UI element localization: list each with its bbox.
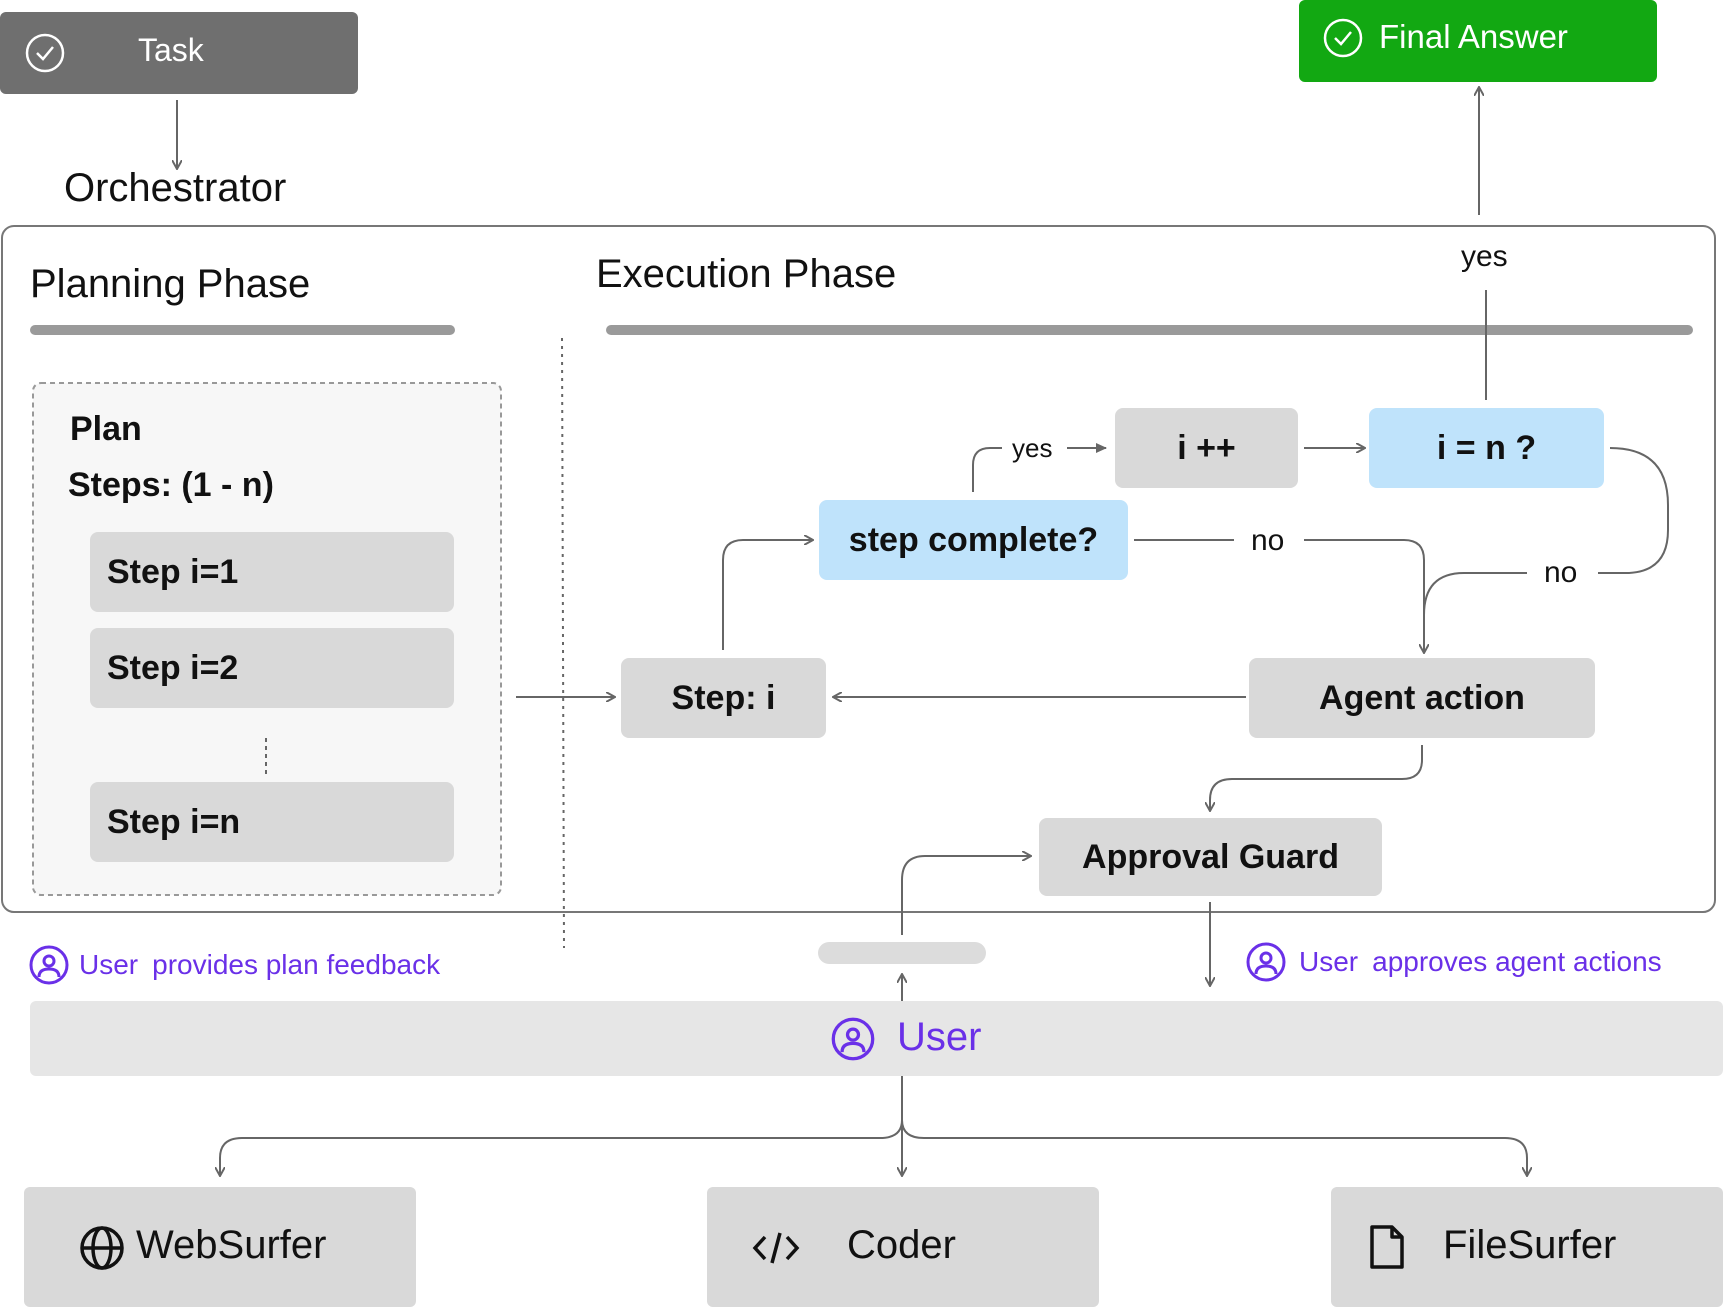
orchestrator-title: Orchestrator	[64, 166, 287, 210]
websurfer-box: WebSurfer	[24, 1187, 416, 1307]
approval-guard-box: Approval Guard	[1039, 818, 1382, 896]
phase-divider	[561, 337, 565, 949]
globe-icon	[80, 1226, 124, 1270]
planning-underline	[30, 325, 455, 335]
approves-user: User	[1299, 946, 1359, 977]
yes-final-label: yes	[1461, 240, 1508, 273]
check-circle-icon	[25, 33, 65, 73]
check-n-label: i = n ?	[1436, 428, 1537, 467]
check-n-box: i = n ?	[1369, 408, 1604, 488]
file-icon	[1370, 1225, 1404, 1269]
task-box: Task	[0, 12, 358, 94]
user-circle-icon	[1246, 942, 1286, 982]
step-complete-box: step complete?	[819, 500, 1128, 580]
execution-phase-title: Execution Phase	[596, 252, 897, 296]
task-label: Task	[138, 32, 204, 68]
filesurfer-label: FileSurfer	[1443, 1223, 1617, 1267]
orchestrator-frame	[1, 225, 1716, 913]
user-bar-label: User	[897, 1015, 982, 1059]
increment-box: i ++	[1115, 408, 1298, 488]
step-i-box: Step: i	[621, 658, 826, 738]
plan-steps-label: Steps: (1 - n)	[68, 466, 274, 504]
agent-action-box: Agent action	[1249, 658, 1595, 738]
execution-underline	[606, 325, 1693, 335]
planning-phase-title: Planning Phase	[30, 262, 311, 306]
yes-label: yes	[1012, 433, 1053, 463]
user-circle-icon	[29, 945, 69, 985]
filesurfer-box: FileSurfer	[1331, 1187, 1723, 1307]
no-loop-label: no	[1544, 556, 1578, 589]
plan-step-n: Step i=n	[90, 782, 454, 862]
websurfer-label: WebSurfer	[136, 1223, 327, 1267]
user-circle-icon	[831, 1017, 875, 1061]
user-bar: User	[30, 1001, 1723, 1076]
step-complete-label: step complete?	[848, 520, 1099, 559]
plan-feedback-user: User	[79, 949, 139, 980]
step-i-label: Step: i	[671, 678, 776, 717]
plan-step-label: Step i=n	[107, 802, 241, 841]
no-label: no	[1251, 524, 1285, 557]
plan-step-1: Step i=1	[90, 532, 454, 612]
plan-step-label: Step i=1	[107, 552, 239, 591]
final-answer-label: Final Answer	[1379, 18, 1568, 55]
plan-feedback-note: User provides plan feedback	[28, 944, 440, 986]
approval-guard-label: Approval Guard	[1082, 837, 1339, 876]
coder-label: Coder	[847, 1223, 956, 1267]
plan-title: Plan	[70, 410, 142, 448]
separator-bar	[818, 942, 986, 964]
code-icon	[752, 1232, 800, 1264]
agent-action-label: Agent action	[1319, 678, 1525, 717]
final-answer-box: Final Answer	[1299, 0, 1657, 82]
plan-step-label: Step i=2	[107, 648, 239, 687]
check-circle-icon	[1323, 18, 1363, 58]
increment-label: i ++	[1177, 428, 1236, 467]
coder-box: Coder	[707, 1187, 1099, 1307]
approves-actions-note: User approves agent actions	[1245, 941, 1662, 983]
approves-text: approves agent actions	[1372, 946, 1662, 977]
plan-feedback-text: provides plan feedback	[152, 949, 441, 980]
plan-step-2: Step i=2	[90, 628, 454, 708]
